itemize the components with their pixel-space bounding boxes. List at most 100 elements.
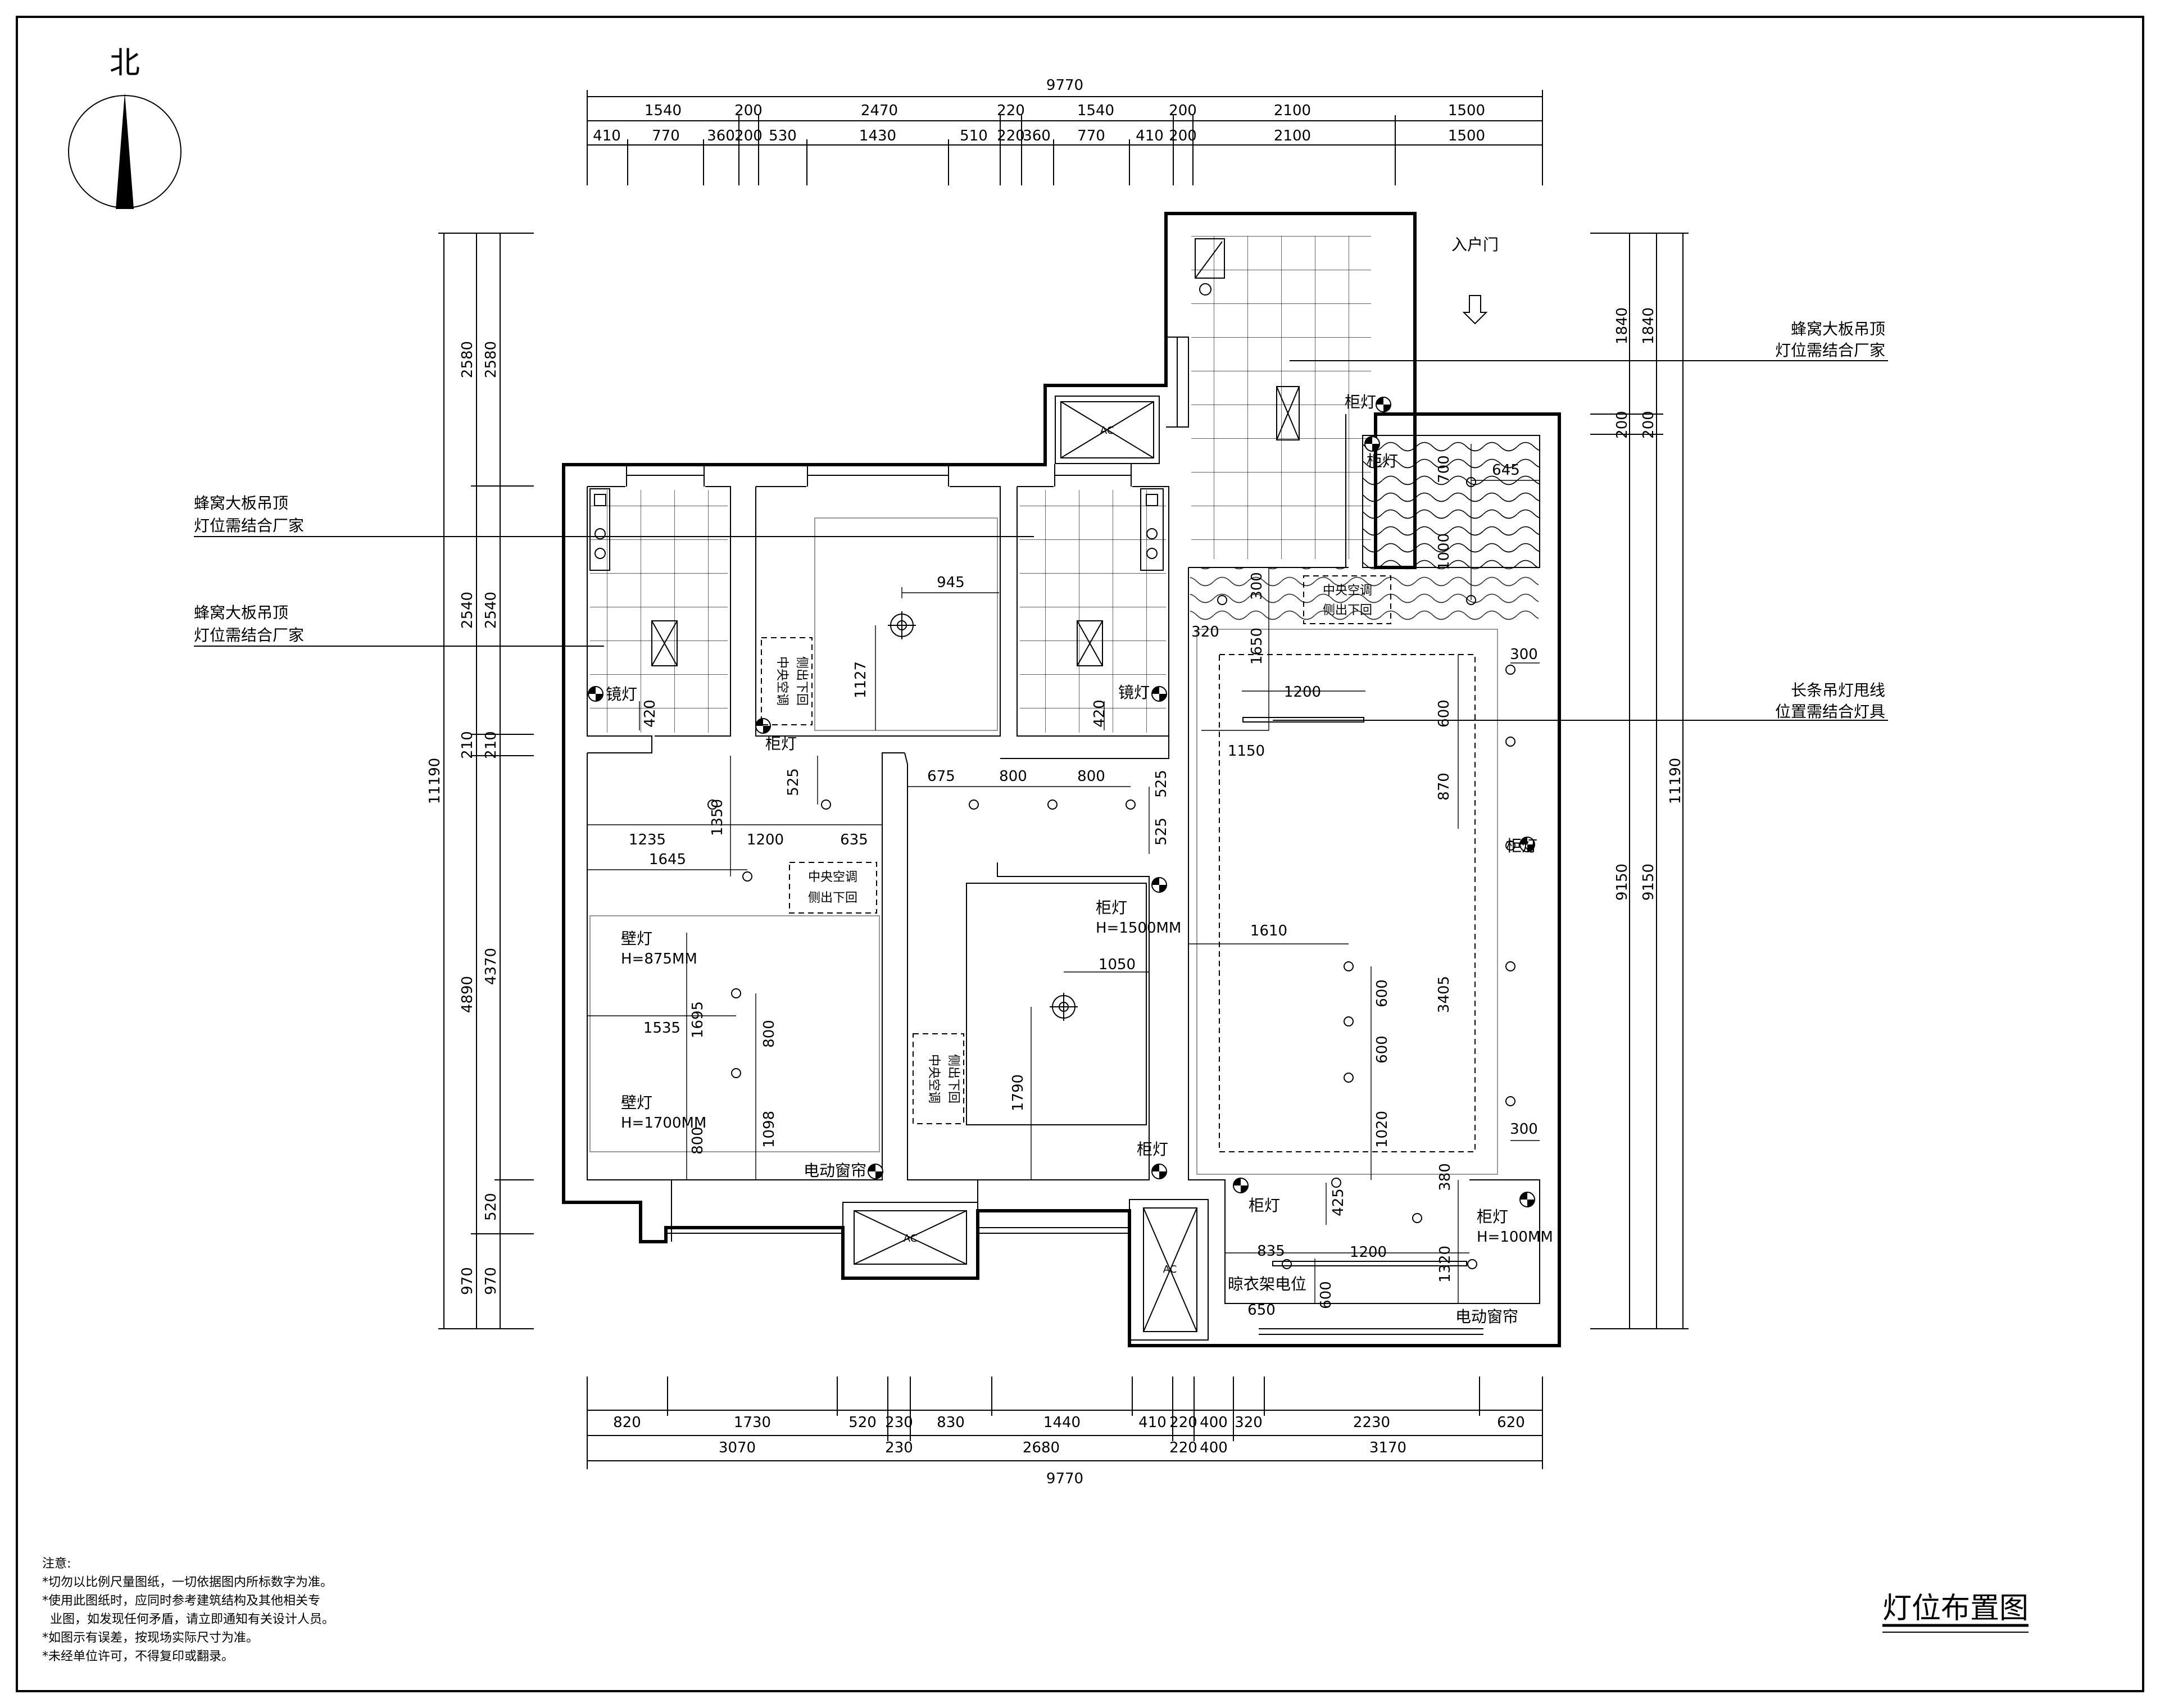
svg-text:1200: 1200 (747, 832, 784, 848)
left-dim-inner: 210 (483, 731, 500, 759)
left-dim-inner: 970 (483, 1267, 500, 1295)
callout-ceiling-left-1: 灯位需结合厂家 (194, 516, 304, 535)
svg-text:420: 420 (1091, 699, 1108, 728)
callout-ceiling-left-2: 灯位需结合厂家 (194, 626, 304, 644)
left-dim-inner: 520 (483, 1193, 500, 1221)
svg-text:1235: 1235 (629, 832, 666, 848)
bottom-dim-r1: 520 (848, 1414, 877, 1431)
callout-strip-light: 位置需结合灯具 (1775, 702, 1885, 721)
svg-text:700: 700 (1436, 455, 1453, 483)
wall-light-label: 壁灯 (621, 929, 652, 948)
top-dim-r2: 1430 (859, 128, 896, 144)
ceiling-study (814, 517, 998, 731)
svg-text:1350: 1350 (709, 799, 726, 836)
bottom-dim-r2: 3170 (1369, 1439, 1406, 1456)
bottom-dim-r1: 1440 (1043, 1414, 1081, 1431)
svg-text:AC: AC (1163, 1264, 1177, 1275)
top-dim-r2: 410 (593, 128, 621, 144)
right-dim-outer: 9150 (1614, 864, 1631, 901)
interior-walls (587, 337, 1540, 1335)
top-dim-r2: 360 (707, 128, 735, 144)
cabinet-light-label: 柜灯 (765, 734, 797, 753)
svg-text:3405: 3405 (1436, 976, 1453, 1013)
bottom-dim-r1: 620 (1497, 1414, 1525, 1431)
top-dim-r2: 530 (769, 128, 797, 144)
top-dim-r2: 770 (652, 128, 680, 144)
bottom-dim-r1: 830 (937, 1414, 965, 1431)
svg-text:645: 645 (1492, 462, 1520, 479)
svg-text:800: 800 (689, 1126, 706, 1155)
svg-text:425: 425 (1330, 1188, 1347, 1216)
svg-text:600: 600 (1318, 1281, 1335, 1309)
ceiling-bedroom (966, 883, 1147, 1125)
bottom-dim-r1: 820 (613, 1414, 641, 1431)
svg-text:635: 635 (840, 832, 868, 848)
cabinet-light-label: 柜灯 (1477, 1207, 1508, 1226)
svg-text:870: 870 (1436, 773, 1453, 801)
top-dim-r2: 360 (1023, 128, 1051, 144)
ac-unit-top: AC (1055, 396, 1160, 464)
top-dimensions: 9770 1540 200 2470 220 1540 200 2100 150… (587, 77, 1543, 185)
sheet-border (16, 16, 2144, 1692)
wall-light-label: H=875MM (621, 951, 697, 967)
svg-text:525: 525 (1153, 817, 1170, 846)
svg-text:600: 600 (1374, 1035, 1391, 1064)
top-dim-r1: 1540 (645, 102, 682, 119)
svg-text:1150: 1150 (1228, 743, 1265, 760)
top-dim-r2: 770 (1077, 128, 1105, 144)
ac-return-label: 侧出下回 (946, 1054, 960, 1103)
entrance-label: 入户门 (1451, 235, 1499, 254)
top-dim-r1: 1500 (1448, 102, 1485, 119)
drawing-title: 灯位布置图 (1882, 1592, 2029, 1633)
cabinet-light-label: 柜灯 (1137, 1140, 1168, 1159)
bottom-dim-r1: 230 (885, 1414, 913, 1431)
wall-light-label: H=1700MM (621, 1115, 706, 1132)
top-dim-r2: 200 (734, 128, 763, 144)
bottom-dim-r1: 320 (1235, 1414, 1263, 1431)
tile-bath-left (590, 490, 728, 733)
inner-dim-lines (587, 444, 1540, 1303)
callout-ceiling-left-1: 蜂窝大板吊顶 (194, 494, 288, 512)
bottom-dimensions: 820 1730 520 230 830 1440 410 220 400 32… (587, 1377, 1543, 1487)
svg-text:1645: 1645 (649, 851, 686, 868)
ac-return-label: 中央空调 (808, 870, 857, 884)
left-dim-outer: 2580 (459, 341, 476, 378)
left-dim-inner: 2580 (483, 341, 500, 378)
svg-text:380: 380 (1437, 1163, 1454, 1191)
north-compass: 北 (68, 45, 181, 209)
svg-text:800: 800 (1077, 768, 1105, 785)
fixtures (589, 238, 1488, 666)
svg-text:1320: 1320 (1437, 1246, 1454, 1283)
callouts: 蜂窝大板吊顶 灯位需结合厂家 蜂窝大板吊顶 灯位需结合厂家 蜂窝大板吊顶 灯位需… (194, 320, 1885, 721)
top-dim-r2: 1500 (1448, 128, 1485, 144)
svg-text:1610: 1610 (1250, 923, 1287, 939)
ac-unit-side: AC (1129, 1199, 1209, 1341)
mirror-light-label: 镜灯 (606, 685, 637, 703)
top-dim-r1: 220 (997, 102, 1025, 119)
fixture-labels: 镜灯 镜灯 柜灯 柜灯 柜灯 柜灯 柜灯 柜灯 柜灯 H=1500MM 柜灯 H… (606, 235, 1553, 1326)
svg-text:650: 650 (1247, 1302, 1276, 1319)
bottom-dim-r1: 1730 (734, 1414, 771, 1431)
svg-text:835: 835 (1257, 1243, 1285, 1260)
master-bed-zone (589, 915, 880, 1152)
bottom-dim-r2: 2680 (1023, 1439, 1060, 1456)
svg-text:1098: 1098 (761, 1111, 778, 1148)
notes-line: *如图示有误差，按现场实际尺寸为准。 (42, 1631, 258, 1645)
top-dim-r1: 200 (734, 102, 763, 119)
top-dim-r2: 220 (997, 128, 1025, 144)
notes-line: *未经单位许可，不得复印或翻录。 (42, 1650, 234, 1664)
cabinet-light-symbols (588, 397, 1535, 1207)
svg-text:300: 300 (1510, 1121, 1538, 1138)
svg-text:420: 420 (642, 699, 659, 728)
callout-ceiling-left-2: 蜂窝大板吊顶 (194, 603, 288, 622)
top-dim-r1: 2100 (1274, 102, 1311, 119)
strip-lights (1242, 717, 1467, 1266)
ac-return-label: 侧出下回 (795, 656, 809, 706)
left-dim-inner: 4370 (483, 948, 500, 985)
left-dim-outer: 210 (459, 731, 476, 759)
svg-text:800: 800 (761, 1020, 778, 1048)
north-label: 北 (110, 45, 140, 80)
callout-ceiling-right: 灯位需结合厂家 (1775, 341, 1885, 360)
cabinet-light-label: 柜灯 (1345, 393, 1376, 411)
svg-text:320: 320 (1191, 624, 1219, 640)
